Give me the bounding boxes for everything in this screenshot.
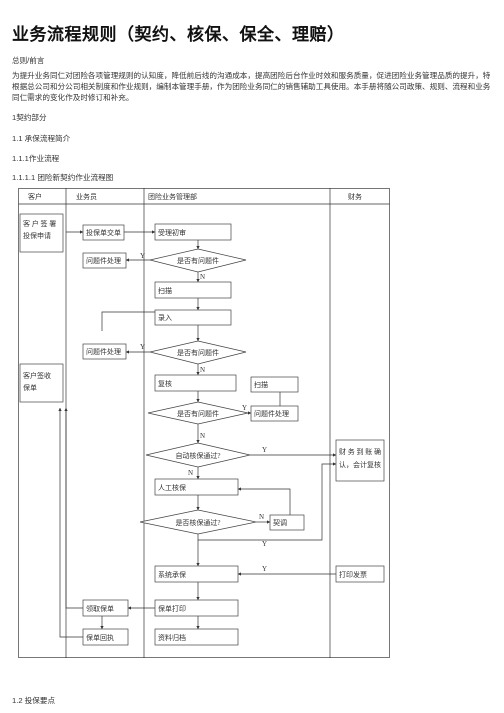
node-decision-4-label: 是否核保通过? (175, 518, 220, 527)
node-decision-2 (149, 340, 247, 365)
node-accept-review (154, 223, 232, 241)
node-policy-receipt-label: 保单回执 (86, 633, 114, 642)
node-issue-handle-2 (82, 343, 127, 360)
node-entry-label: 录入 (158, 314, 172, 322)
node-customer-sign-label: 客户签收 (23, 371, 51, 380)
node-print-policy (154, 599, 239, 617)
node-survey-label: 契调 (273, 518, 287, 527)
node-accept-review-label: 受理初审 (158, 228, 186, 237)
label-yes: Y (140, 252, 145, 260)
node-archive-label: 资料归档 (158, 633, 186, 642)
node-issue-handle-1-label: 问题件处理 (86, 256, 121, 265)
lane-header-customer: 客户 (28, 192, 42, 201)
node-system-underwrite (154, 565, 239, 583)
node-customer-sign-label-2: 保单 (23, 383, 37, 392)
node-system-underwrite-label: 系统承保 (158, 570, 186, 579)
preface-heading: 总则/前言 (12, 56, 45, 65)
node-archive (154, 628, 239, 646)
node-finance-check-label-2: 认，会计复核 (339, 460, 381, 469)
node-recheck-label: 复核 (158, 379, 172, 388)
label-no: N (200, 273, 205, 281)
section-heading-1: 1契约部分 (12, 113, 47, 122)
node-receive-policy-label: 领取保单 (86, 604, 114, 613)
label-yes: Y (242, 404, 247, 412)
lane-header-agent: 业务员 (76, 192, 97, 201)
node-receive-policy (82, 599, 129, 617)
section-heading-1-1-1: 1.1.1作业流程 (12, 154, 60, 163)
label-no: N (200, 432, 205, 440)
section-heading-1-2: 1.2 投保要点 (12, 696, 56, 705)
node-print-policy-label: 保单打印 (158, 604, 186, 613)
node-customer-apply (19, 213, 64, 253)
label-no: N (188, 469, 193, 477)
contract-flowchart: 客户 业务员 团险业务管理部 财务 Y N Y N Y (18, 188, 390, 658)
node-decision-1 (149, 248, 247, 273)
node-scan-2-label: 扫描 (254, 380, 268, 389)
node-issue-handle-1 (82, 252, 127, 269)
node-submit-policy (82, 224, 125, 241)
node-decision-1-label: 是否有问题件 (177, 256, 219, 265)
label-no: N (259, 513, 264, 521)
node-recheck (154, 374, 237, 392)
node-customer-apply-label-2: 投保申请 (23, 231, 51, 240)
label-yes: Y (262, 540, 267, 548)
section-heading-1-1: 1.1 承保流程简介 (12, 134, 71, 143)
node-finance-check-label: 财 务 到 账 确 (339, 447, 381, 456)
node-entry (154, 309, 232, 326)
label-yes: Y (262, 446, 267, 454)
node-auto-underwriting (145, 442, 251, 468)
page-title: 业务流程规则（契约、核保、保全、理赔） (12, 25, 345, 44)
section-heading-1-1-1-1: 1.1.1.1 团险新契约作业流程图 (12, 173, 114, 182)
node-survey (269, 514, 305, 531)
label-yes: Y (262, 565, 267, 573)
node-customer-sign (19, 363, 64, 403)
node-issue-handle-3 (250, 405, 299, 422)
node-decision-3-label: 是否有问题件 (177, 409, 219, 418)
node-print-invoice (335, 565, 385, 583)
node-policy-receipt (82, 628, 129, 646)
node-decision-2-label: 是否有问题件 (177, 348, 219, 357)
node-finance-check (335, 439, 385, 482)
lane-header-finance: 财务 (348, 192, 362, 201)
node-issue-handle-3-label: 问题件处理 (254, 409, 289, 418)
node-print-invoice-label: 打印发票 (339, 570, 367, 579)
label-no: N (200, 366, 205, 374)
lane-header-group-dept: 团险业务管理部 (148, 192, 197, 201)
flowchart-connectors (58, 230, 337, 638)
node-decision-4 (139, 509, 257, 535)
label-yes: Y (140, 343, 145, 351)
preface-paragraph: 为提升业务同仁对团险各项管理规则的认知度，降低前后线的沟通成本，提高团险后台作业… (12, 71, 491, 102)
node-manual-underwriting-label: 人工核保 (158, 483, 186, 492)
node-customer-apply-label: 客 户 签 署 (23, 219, 56, 228)
node-submit-policy-label: 投保单交单 (86, 228, 121, 237)
node-decision-3 (147, 401, 249, 425)
node-auto-underwriting-label: 自动核保通过? (175, 451, 220, 460)
node-scan-2 (250, 376, 299, 393)
node-scan-1 (154, 281, 232, 299)
node-issue-handle-2-label: 问题件处理 (86, 347, 121, 356)
node-manual-underwriting (154, 478, 239, 496)
node-scan-1-label: 扫描 (158, 286, 172, 295)
